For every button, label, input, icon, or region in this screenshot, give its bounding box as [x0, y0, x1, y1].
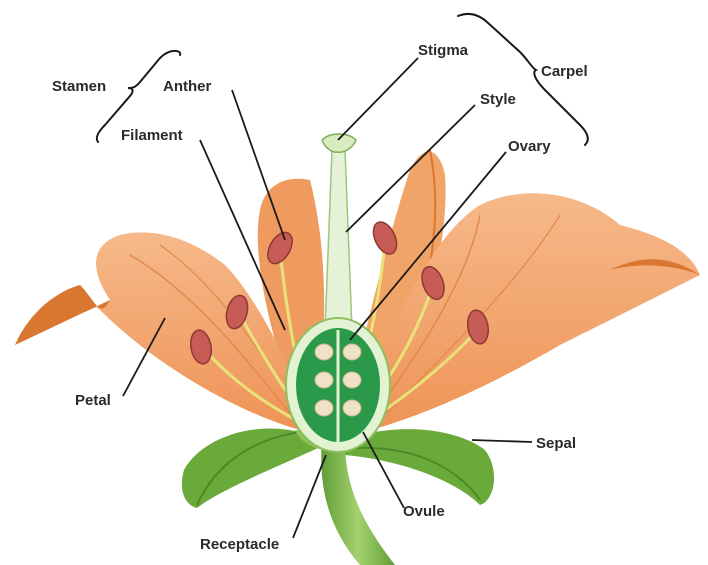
label-stigma: Stigma	[418, 42, 469, 59]
label-stamen: Stamen	[52, 78, 106, 95]
label-filament: Filament	[121, 127, 183, 144]
label-anther: Anther	[163, 78, 211, 95]
label-sepal: Sepal	[536, 435, 576, 452]
label-petal: Petal	[75, 392, 111, 409]
label-style: Style	[480, 91, 516, 108]
label-ovary: Ovary	[508, 138, 551, 155]
style-shape	[325, 150, 352, 330]
label-receptacle: Receptacle	[200, 536, 279, 553]
stigma-shape	[322, 134, 356, 152]
label-ovule: Ovule	[403, 503, 445, 520]
label-carpel: Carpel	[541, 63, 588, 80]
